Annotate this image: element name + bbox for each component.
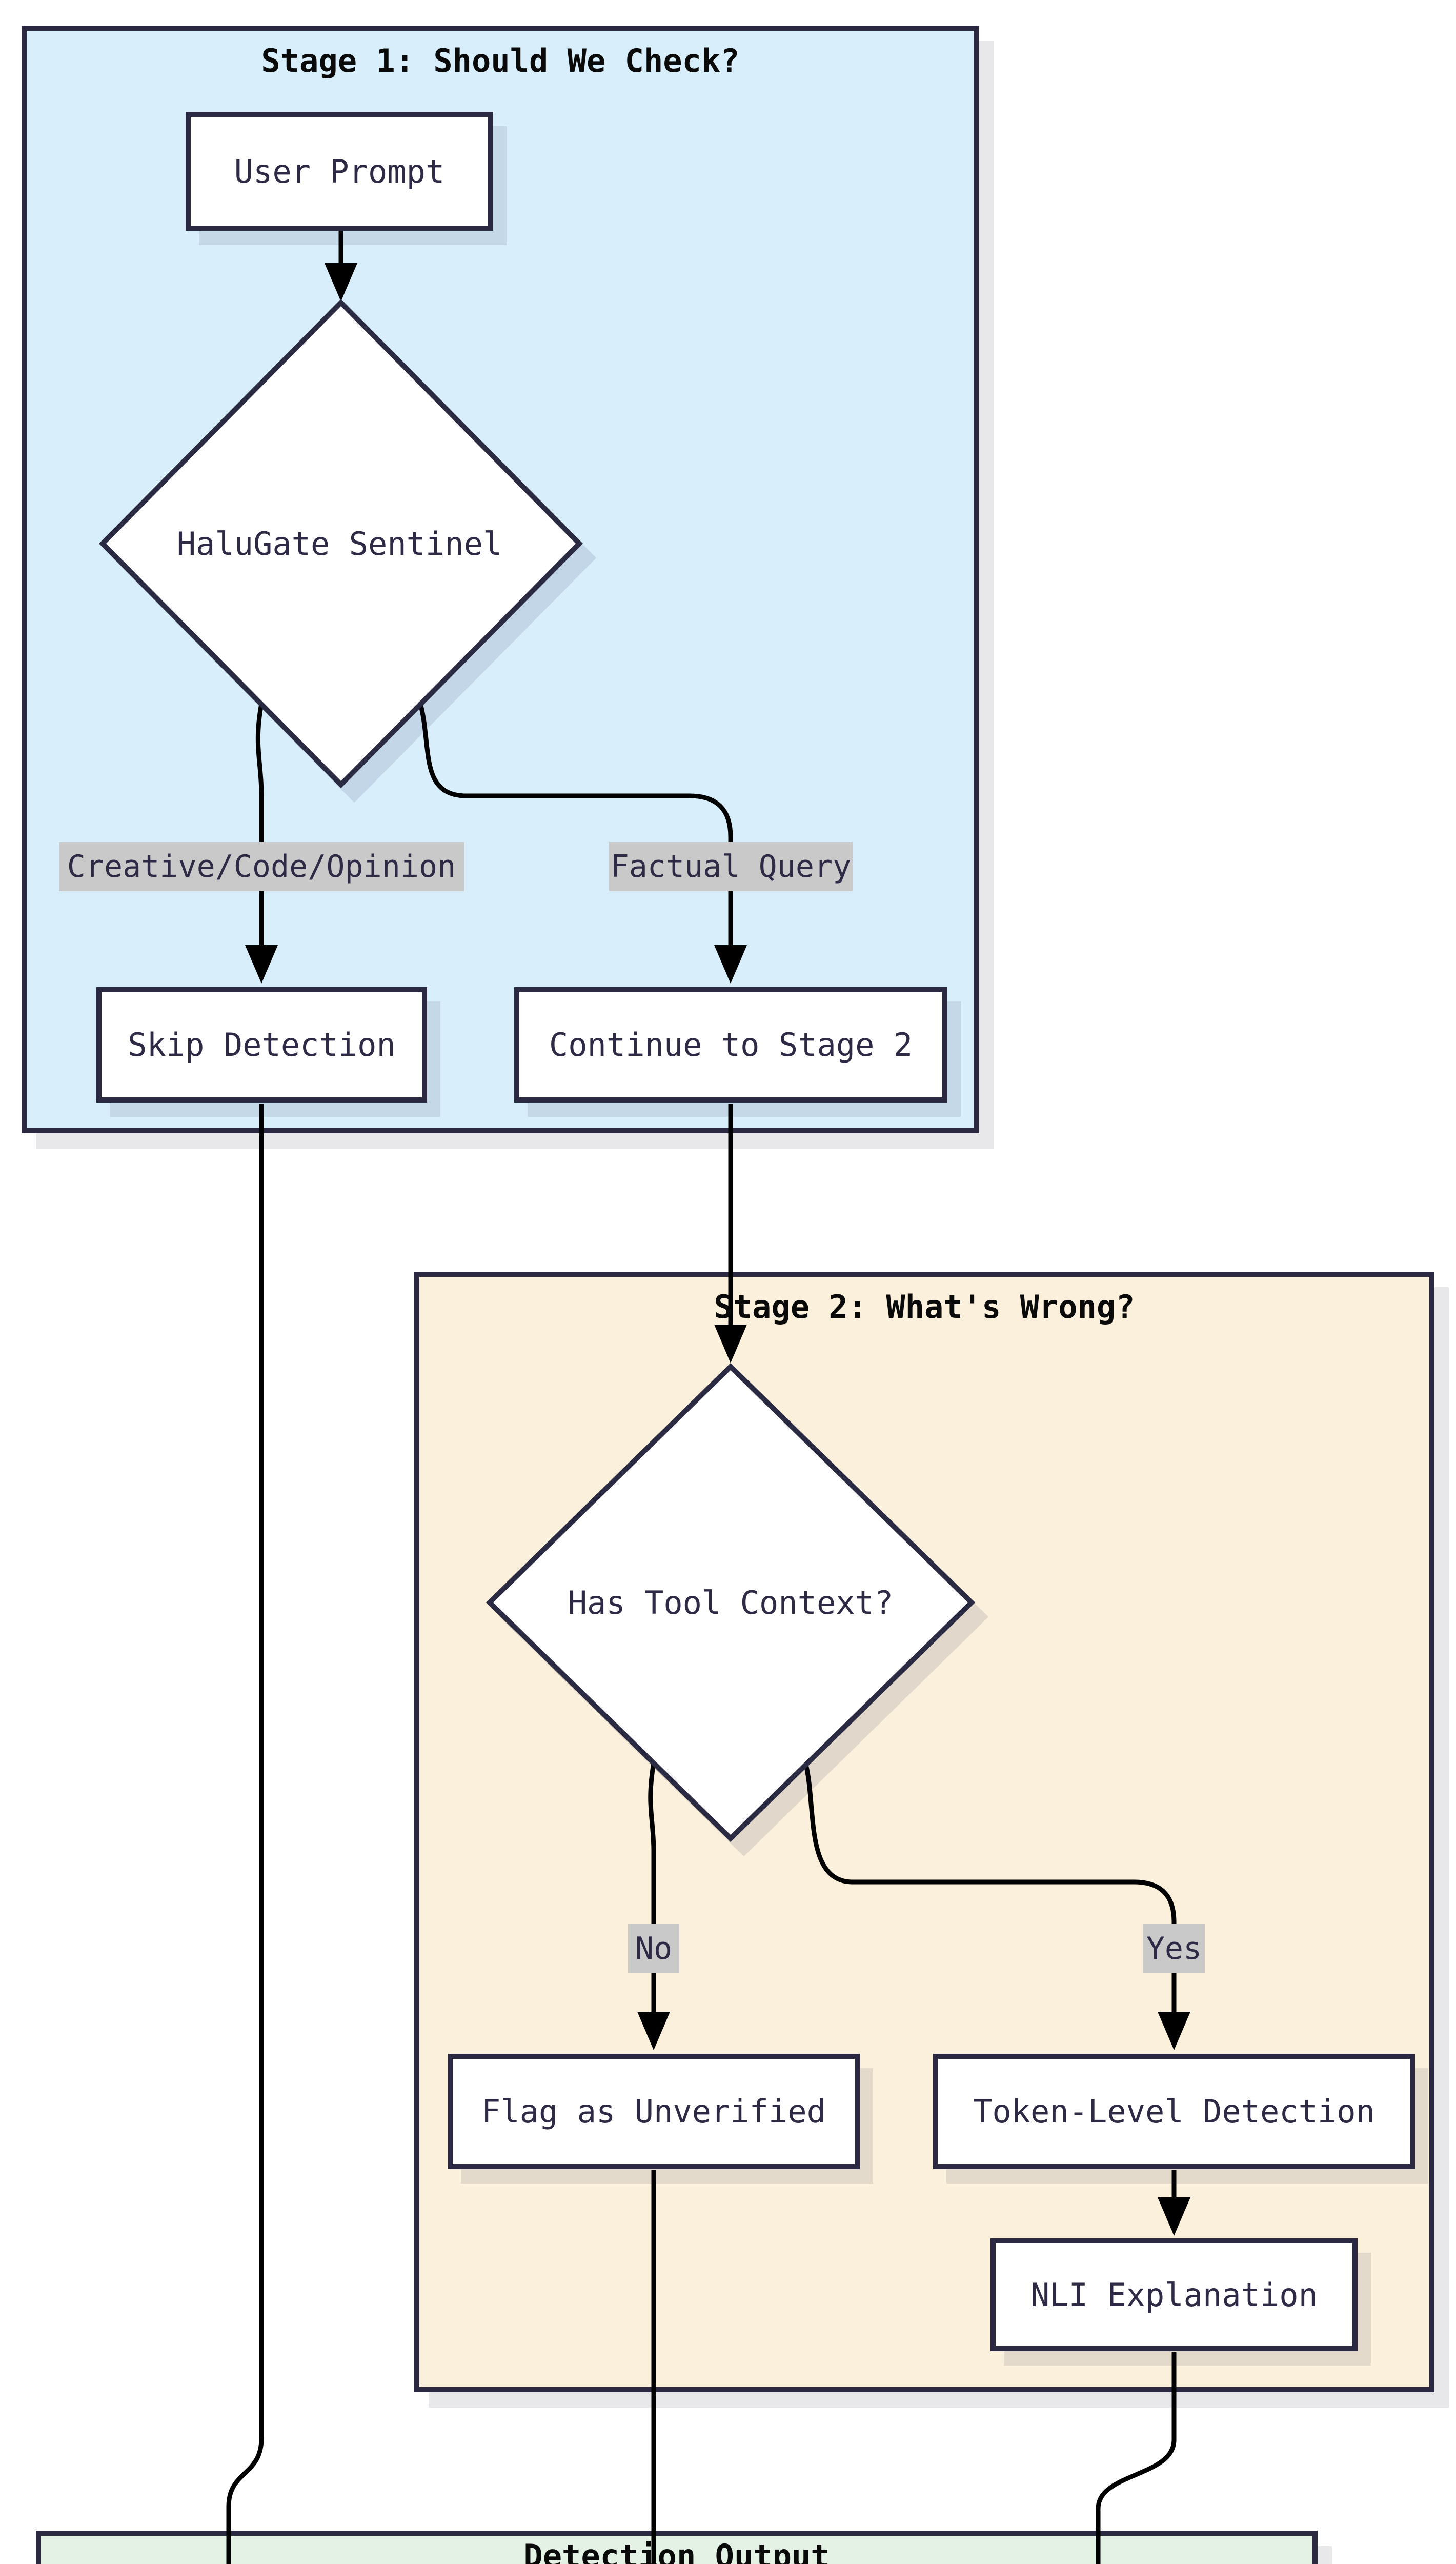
edge-skip-to-pass — [226, 1104, 264, 2564]
arrowhead-flag — [637, 2012, 670, 2050]
edge-label-creative-code-opinion: Creative/Code/Opinion — [59, 842, 464, 891]
node-flag-as-unverified: Flag as Unverified — [448, 2054, 860, 2169]
edge-hastool-to-token — [803, 1764, 1177, 2012]
subgraph-stage1-title: Stage 1: Should We Check? — [261, 42, 740, 79]
arrowhead-continue — [714, 945, 747, 984]
node-token-level-detection: Token-Level Detection — [933, 2054, 1415, 2169]
edge-label-factual-text: Factual Query — [610, 849, 852, 885]
decision-halugate-sentinel — [98, 298, 583, 789]
arrowhead-skip — [245, 945, 278, 984]
edge-nli-to-detailed — [1096, 2352, 1177, 2564]
edge-label-no: No — [628, 1924, 679, 1973]
arrowhead-hastool — [714, 1325, 747, 1363]
node-token-level-detection-label: Token-Level Detection — [973, 2093, 1375, 2130]
node-flag-as-unverified-label: Flag as Unverified — [481, 2093, 826, 2130]
node-continue-to-stage2: Continue to Stage 2 — [514, 987, 947, 1103]
node-user-prompt: User Prompt — [186, 112, 493, 231]
node-skip-detection: Skip Detection — [96, 987, 427, 1103]
node-user-prompt-label: User Prompt — [234, 152, 445, 190]
edge-sentinel-to-skip — [255, 703, 264, 945]
edge-label-yes-text: Yes — [1146, 1931, 1202, 1967]
edge-sentinel-to-continue — [418, 703, 733, 945]
node-continue-to-stage2-label: Continue to Stage 2 — [549, 1026, 913, 1064]
arrowhead-nli — [1158, 2197, 1190, 2236]
edge-label-no-text: No — [635, 1931, 673, 1967]
node-nli-explanation: NLI Explanation — [990, 2238, 1358, 2351]
edge-label-factual-query: Factual Query — [609, 842, 853, 891]
subgraph-detection-output — [36, 2531, 1318, 2564]
edge-label-creative-text: Creative/Code/Opinion — [67, 849, 456, 885]
edge-hastool-to-flag — [648, 1762, 656, 2012]
subgraph-output-title: Detection Output — [523, 2537, 830, 2564]
subgraph-stage2 — [414, 1272, 1434, 2392]
decision-has-tool-context — [486, 1363, 976, 1842]
node-skip-detection-label: Skip Detection — [128, 1026, 396, 1064]
edge-label-yes: Yes — [1143, 1924, 1205, 1973]
arrowhead-sentinel — [325, 263, 357, 302]
arrowhead-token — [1158, 2012, 1190, 2050]
node-nli-explanation-label: NLI Explanation — [1030, 2276, 1318, 2314]
subgraph-stage2-title: Stage 2: What's Wrong? — [714, 1288, 1135, 1326]
